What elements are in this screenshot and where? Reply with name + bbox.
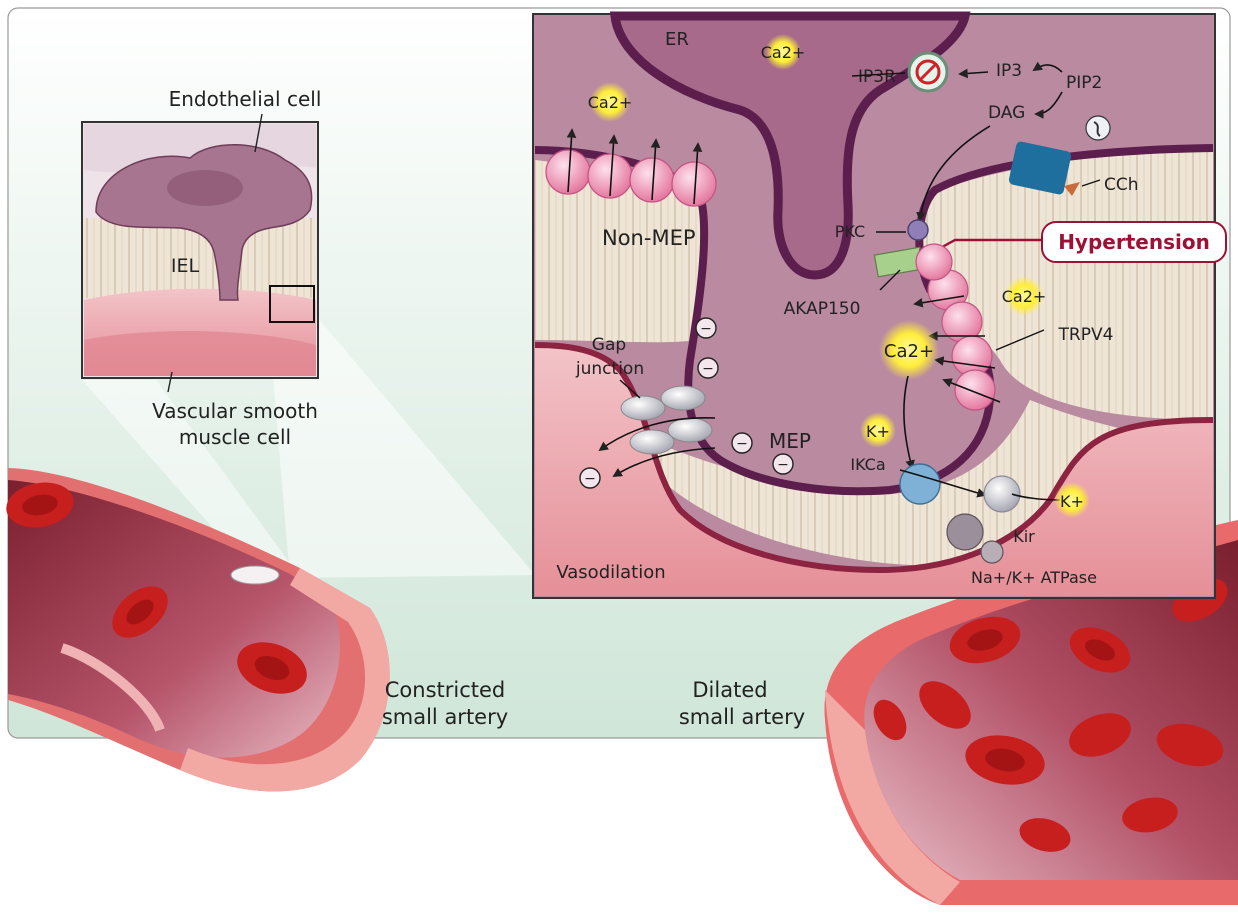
label-gap-line1: Gap bbox=[592, 335, 626, 355]
label-vsmc-line2: muscle cell bbox=[179, 425, 291, 449]
ip3r-receptor bbox=[909, 53, 947, 91]
label-cch: CCh bbox=[1104, 175, 1139, 195]
label-ca-cyto: Ca2+ bbox=[588, 93, 633, 112]
label-vsmc-line1: Vascular smooth bbox=[152, 399, 318, 423]
label-ip3: IP3 bbox=[996, 61, 1022, 81]
label-hypertension: Hypertension bbox=[1058, 230, 1210, 254]
label-akap150: AKAP150 bbox=[784, 299, 861, 319]
label-iel: IEL bbox=[171, 255, 200, 277]
minus-1: − bbox=[700, 321, 712, 337]
label-constricted-line1: Constricted bbox=[385, 678, 506, 702]
label-nak-atpase: Na+/K+ ATPase bbox=[971, 568, 1097, 587]
inset-endothelium bbox=[82, 122, 318, 378]
label-k-right: K+ bbox=[1060, 492, 1084, 511]
label-ca-trpv4: Ca2+ bbox=[1002, 287, 1047, 306]
label-gap-line2: junction bbox=[575, 359, 644, 379]
label-mep: MEP bbox=[769, 429, 811, 453]
label-kir: Kir bbox=[1013, 527, 1035, 546]
label-ip3r: IP3R bbox=[858, 67, 896, 87]
label-ca-er: Ca2+ bbox=[761, 43, 806, 62]
minus-2: − bbox=[702, 361, 714, 377]
label-vasodilation: Vasodilation bbox=[556, 562, 665, 583]
label-k-left: K+ bbox=[866, 422, 890, 441]
minus-5: − bbox=[584, 471, 596, 487]
kir-channel bbox=[984, 476, 1020, 512]
minus-4: − bbox=[777, 457, 789, 473]
label-endothelial-cell: Endothelial cell bbox=[169, 87, 322, 111]
label-pkc: PKC bbox=[835, 222, 865, 241]
label-dilated-line2: small artery bbox=[679, 705, 805, 729]
label-ca-big: Ca2+ bbox=[884, 341, 934, 362]
label-dag: DAG bbox=[988, 103, 1025, 123]
label-ikca: IKCa bbox=[850, 455, 885, 474]
label-non-mep: Non-MEP bbox=[602, 226, 696, 250]
label-trpv4: TRPV4 bbox=[1058, 325, 1114, 345]
mechanism-panel bbox=[533, 14, 1215, 598]
label-pip2: PIP2 bbox=[1066, 73, 1102, 93]
label-dilated-line1: Dilated bbox=[692, 678, 767, 702]
minus-3: − bbox=[736, 436, 748, 452]
pkc-molecule bbox=[908, 220, 928, 240]
label-constricted-line2: small artery bbox=[382, 705, 508, 729]
artery-sample-patch bbox=[231, 566, 279, 584]
label-er: ER bbox=[665, 29, 689, 50]
ikca-channel bbox=[900, 464, 940, 504]
